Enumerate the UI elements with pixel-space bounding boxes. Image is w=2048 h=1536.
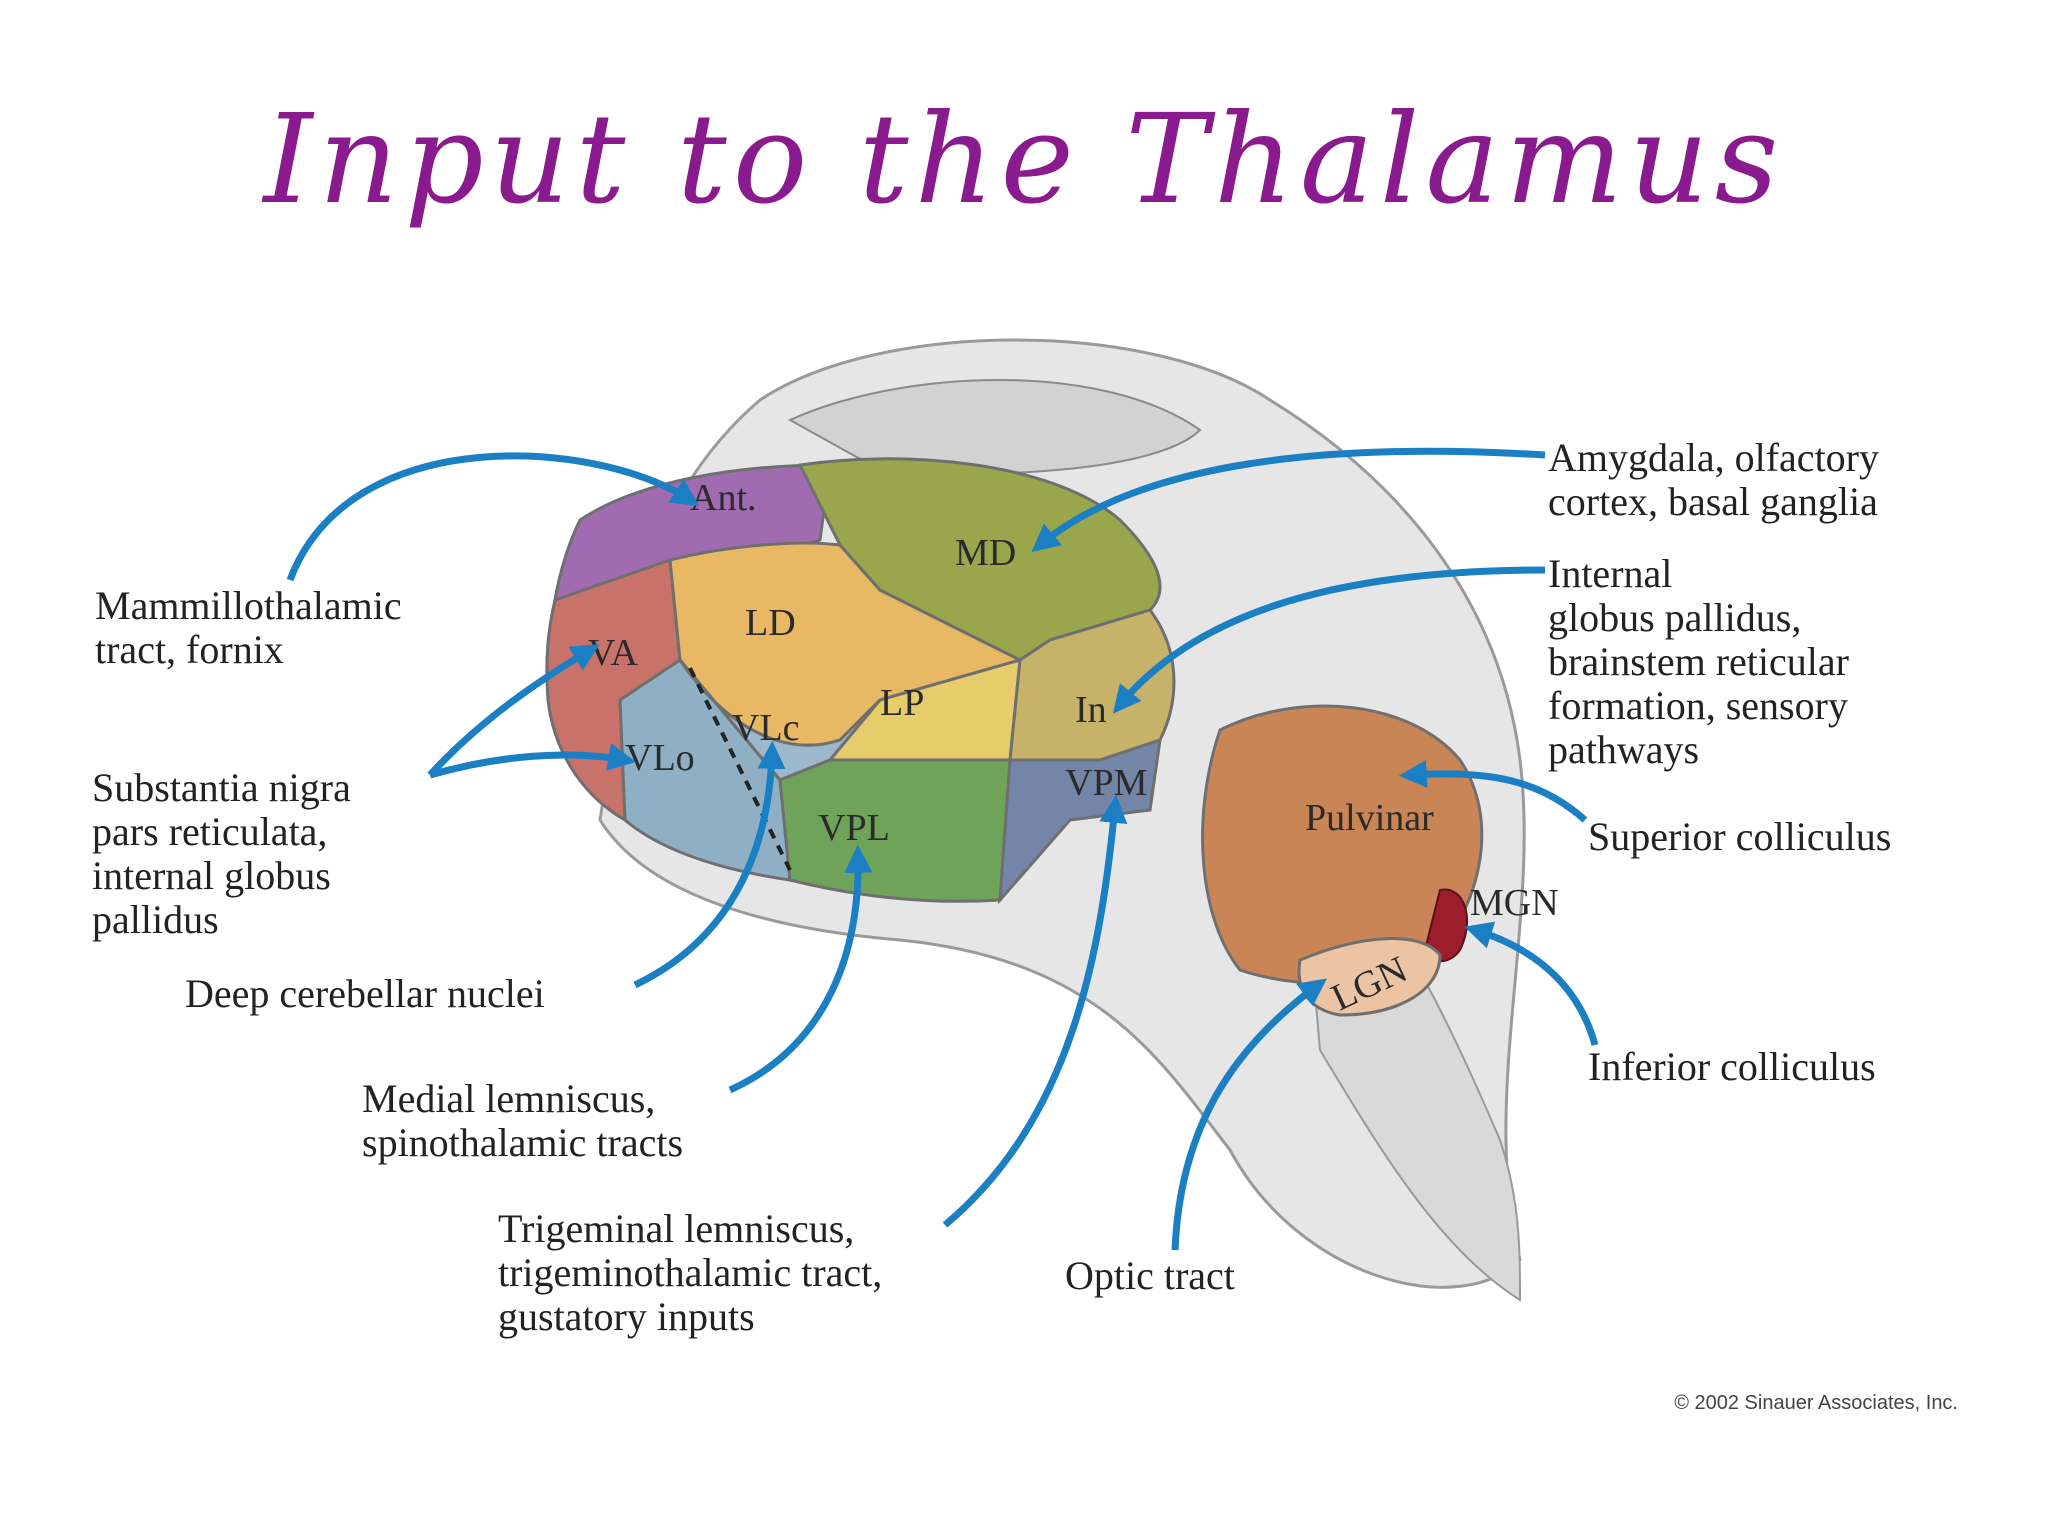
arrow-substantia-va (427, 644, 600, 778)
arrow-internal-globus (1112, 566, 1546, 714)
label-vpl: VPL (818, 807, 890, 849)
region-vpl (778, 758, 1012, 903)
input-label-internal-globus: Internal globus pallidus, brainstem reti… (1548, 551, 1849, 772)
arrow-trigeminal (942, 794, 1128, 1228)
input-label-medial-lemniscus: Medial lemniscus, spinothalamic tracts (362, 1076, 684, 1165)
region-vpm (998, 737, 1162, 905)
input-label-amygdala: Amygdala, olfactory cortex, basal gangli… (1548, 435, 1879, 524)
label-vlc: VLc (732, 707, 800, 749)
copyright-notice: © 2002 Sinauer Associates, Inc. (1674, 1392, 1958, 1414)
label-pulvinar: Pulvinar (1305, 797, 1434, 839)
label-md: MD (955, 532, 1016, 574)
input-label-inferior: Inferior colliculus (1588, 1044, 1876, 1089)
arrow-optic (1171, 978, 1328, 1251)
region-md (797, 457, 1162, 662)
arrow-amygdala (1031, 447, 1546, 553)
arrow-superior (1398, 759, 1588, 823)
label-vpm: VPM (1065, 762, 1147, 804)
label-in: In (1075, 689, 1107, 731)
arrow-medial-lemniscus (728, 844, 873, 1094)
input-label-mammillothalamic: Mammillothalamic tract, fornix (95, 583, 402, 672)
arrow-inferior (1464, 921, 1599, 1046)
input-arrows (286, 447, 1599, 1251)
input-label-optic: Optic tract (1065, 1253, 1235, 1298)
arrow-deep-cerebellar (633, 740, 786, 989)
input-label-deep-cerebellar: Deep cerebellar nuclei (185, 971, 545, 1016)
label-vlo: VLo (625, 737, 695, 779)
label-ld: LD (745, 602, 796, 644)
input-label-substantia: Substantia nigra pars reticulata, intern… (92, 765, 351, 942)
arrow-substantia-vlo (429, 743, 637, 779)
label-mgn: MGN (1470, 882, 1559, 924)
label-lp: LP (880, 682, 924, 724)
input-label-superior: Superior colliculus (1588, 814, 1892, 859)
arrow-mammillothalamic (286, 452, 700, 582)
label-va: VA (588, 632, 639, 674)
label-ant: Ant. (690, 477, 757, 519)
page-title: Input to the Thalamus (263, 88, 1785, 232)
input-label-trigeminal: Trigeminal lemniscus, trigeminothalamic … (498, 1206, 883, 1339)
